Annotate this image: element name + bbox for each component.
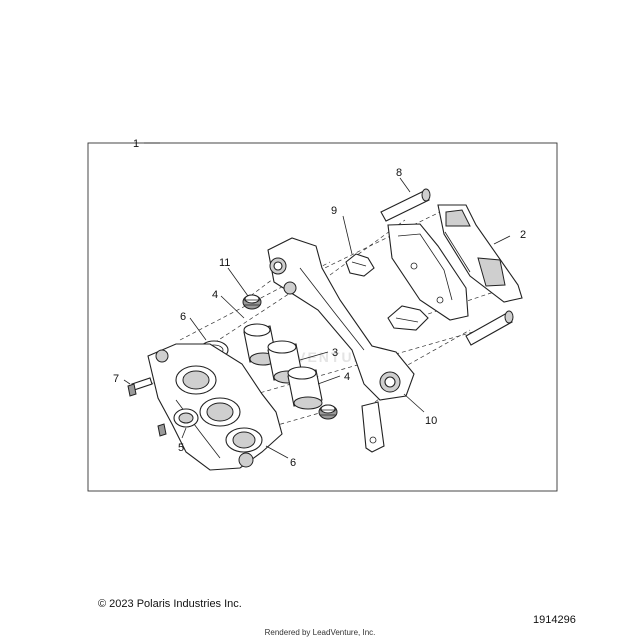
leader-lines	[123, 142, 511, 459]
piston-lower	[287, 366, 323, 410]
callout-4-lower: 4	[344, 371, 350, 383]
bleeder-screw	[127, 377, 153, 397]
guide-pin-lower	[465, 310, 514, 346]
callout-5: 5	[178, 442, 184, 454]
callout-3: 3	[332, 347, 338, 359]
brake-pad-inner	[387, 223, 469, 321]
dust-boot-lower	[318, 404, 338, 420]
callout-9: 9	[331, 205, 337, 217]
guide-pin-upper	[380, 188, 431, 222]
dust-boot-upper	[242, 294, 262, 310]
callout-8: 8	[396, 167, 402, 179]
bleeder-stud	[157, 423, 167, 437]
callout-7: 7	[113, 373, 119, 385]
rendered-by-credit: Rendered by LeadVenture, Inc.	[264, 628, 376, 637]
callout-6-lower: 6	[290, 457, 296, 469]
callout-4-upper: 4	[212, 289, 218, 301]
piston-cup	[173, 408, 199, 428]
callout-1: 1	[133, 138, 139, 150]
callout-2: 2	[520, 229, 526, 241]
assembly-frame	[87, 142, 558, 492]
caliper-bracket	[267, 237, 415, 401]
pad-clip-lower	[387, 305, 429, 331]
callout-6-upper: 6	[180, 311, 186, 323]
callout-11: 11	[219, 257, 230, 269]
callout-10: 10	[425, 415, 437, 427]
pad-clip-upper	[345, 253, 375, 277]
drawing-number: 1914296	[533, 614, 576, 626]
bracket-tab	[361, 401, 385, 453]
copyright-notice: © 2023 Polaris Industries Inc.	[98, 598, 242, 610]
brake-pad-outer	[437, 204, 523, 303]
callout-labels: 1 8 2 9 11 4 6 3 4 7 5 6 10	[113, 138, 526, 469]
caliper-body	[147, 343, 283, 471]
